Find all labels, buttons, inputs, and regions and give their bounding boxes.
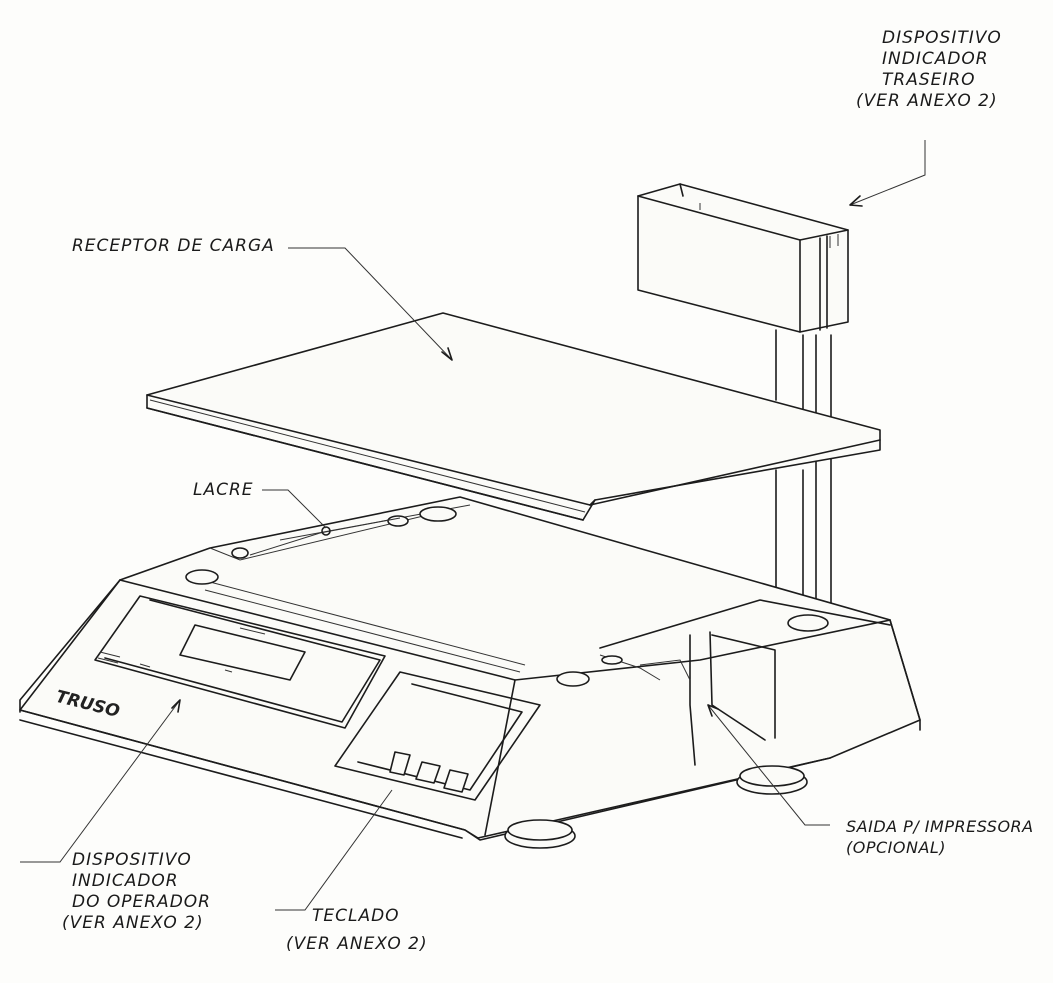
keyboard-label: TECLADO (VER ANEXO 2) bbox=[286, 902, 428, 958]
load-receptor-label: RECEPTOR DE CARGA bbox=[72, 236, 275, 256]
rear-indicator-line-3: TRASEIRO bbox=[882, 70, 976, 90]
operator-indicator-label: DISPOSITIVO INDICADOR DO OPERADOR (VER A… bbox=[62, 850, 211, 934]
operator-indicator-line-3: DO OPERADOR bbox=[72, 892, 211, 912]
operator-indicator-line-1: DISPOSITIVO bbox=[72, 850, 192, 870]
leader-arrow bbox=[707, 704, 719, 717]
printer-port bbox=[599, 599, 891, 766]
seal-label: LACRE bbox=[193, 480, 254, 500]
operator-indicator-line-4: (VER ANEXO 2) bbox=[62, 913, 204, 933]
leader-arrow bbox=[171, 699, 181, 713]
rear-indicator-column bbox=[775, 329, 832, 613]
leader-arrow bbox=[441, 347, 453, 361]
keyboard-panel bbox=[334, 671, 541, 801]
scale-base bbox=[19, 496, 921, 841]
leader-lines bbox=[20, 140, 926, 911]
load-receptor-pan bbox=[146, 312, 881, 521]
rear-indicator-box bbox=[637, 183, 849, 333]
keyboard-line-2: (VER ANEXO 2) bbox=[286, 934, 428, 954]
rear-indicator-line-4: (VER ANEXO 2) bbox=[856, 91, 998, 111]
key-1 bbox=[389, 751, 411, 776]
scale-feet bbox=[185, 506, 829, 849]
seal-mark bbox=[249, 517, 401, 556]
printer-output-line-1: SAIDA P/ IMPRESSORA bbox=[846, 817, 1034, 836]
printer-output-line-2: (OPCIONAL) bbox=[846, 838, 947, 857]
key-3 bbox=[443, 769, 469, 793]
key-2 bbox=[415, 761, 441, 784]
keyboard-line-1: TECLADO bbox=[312, 906, 400, 926]
printer-output-label: SAIDA P/ IMPRESSORA (OPCIONAL) bbox=[846, 816, 1034, 858]
leader-arrow bbox=[849, 195, 863, 207]
rear-indicator-line-2: INDICADOR bbox=[882, 49, 989, 69]
rear-indicator-line-1: DISPOSITIVO bbox=[882, 28, 1002, 48]
rear-indicator-label: DISPOSITIVO INDICADOR TRASEIRO (VER ANEX… bbox=[856, 28, 1002, 112]
operator-indicator-line-2: INDICADOR bbox=[72, 871, 179, 891]
